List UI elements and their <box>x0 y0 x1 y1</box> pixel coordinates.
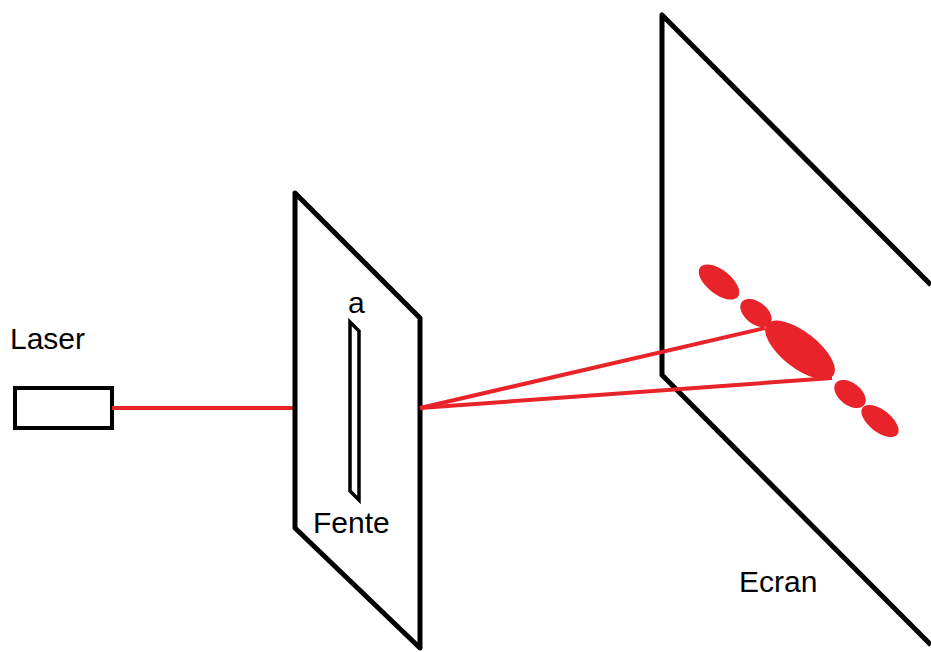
diffracted-beam <box>420 378 832 408</box>
part-label: Ecran <box>739 567 817 597</box>
dimension-label: a <box>348 288 365 318</box>
slit <box>350 322 359 500</box>
laser-body <box>15 388 112 428</box>
screen <box>662 15 931 645</box>
device-label: Laser <box>10 324 85 354</box>
part-label: Fente <box>313 508 390 538</box>
diffraction-pattern <box>693 258 904 443</box>
slit-plate <box>295 193 420 648</box>
